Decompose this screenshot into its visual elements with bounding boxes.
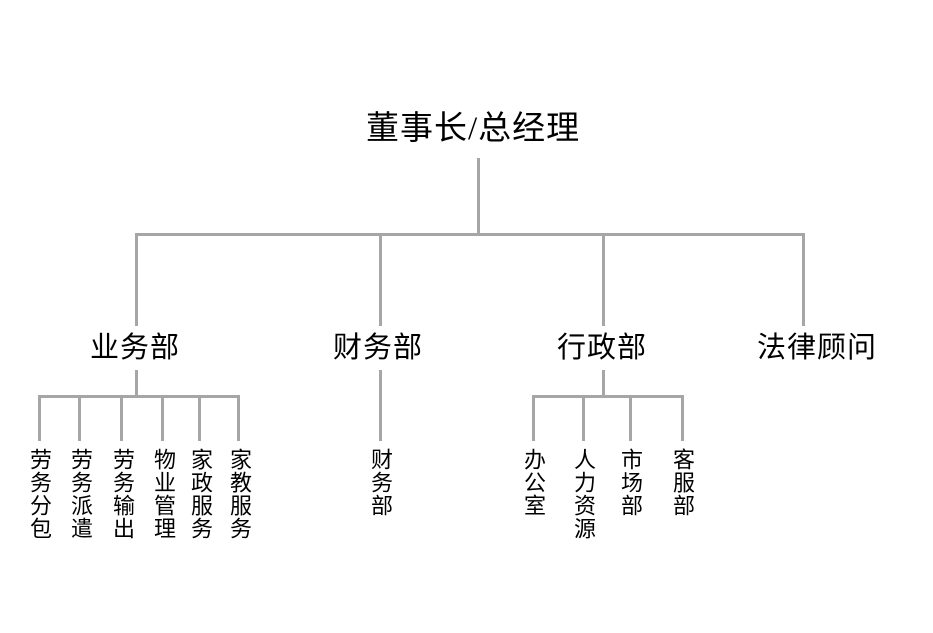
leaf-finance-department: 财务部	[368, 448, 393, 517]
leaf-labor-subcontracting: 劳务分包	[27, 448, 52, 540]
connector-business-bus	[38, 395, 239, 398]
connector-admin-stem	[602, 370, 605, 397]
connector-leaf-drop	[582, 395, 585, 441]
leaf-tutoring-service: 家教服务	[227, 448, 252, 540]
node-legal-advisor: 法律顾问	[757, 332, 878, 364]
connector-drop-finance	[379, 233, 382, 326]
connector-finance-stem	[379, 370, 382, 441]
node-business-department: 业务部	[90, 332, 181, 364]
connector-leaf-drop	[681, 395, 684, 441]
leaf-property-management: 物业管理	[151, 448, 176, 540]
node-root-chairman: 董事长/总经理	[366, 111, 581, 147]
connector-leaf-drop	[120, 395, 123, 441]
leaf-labor-dispatch: 劳务派遣	[68, 448, 93, 540]
connector-admin-bus	[532, 395, 683, 398]
leaf-office: 办公室	[521, 448, 546, 517]
leaf-human-resources: 人力资源	[571, 448, 596, 540]
connector-leaf-drop	[161, 395, 164, 441]
connector-level2-bus	[135, 233, 805, 236]
leaf-housekeeping-service: 家政服务	[188, 448, 213, 540]
node-admin-department: 行政部	[557, 332, 648, 364]
connector-drop-business	[135, 233, 138, 326]
connector-drop-legal	[802, 233, 805, 326]
connector-business-stem	[135, 370, 138, 397]
connector-leaf-drop	[78, 395, 81, 441]
connector-leaf-drop	[38, 395, 41, 441]
leaf-customer-service-department: 客服部	[670, 448, 695, 517]
leaf-marketing-department: 市场部	[618, 448, 643, 517]
connector-leaf-drop	[629, 395, 632, 441]
connector-root-stem	[477, 158, 480, 235]
connector-drop-admin	[602, 233, 605, 326]
connector-leaf-drop	[532, 395, 535, 441]
leaf-labor-export: 劳务输出	[110, 448, 135, 540]
connector-leaf-drop	[198, 395, 201, 441]
node-finance-department: 财务部	[333, 332, 424, 364]
connector-leaf-drop	[237, 395, 240, 441]
